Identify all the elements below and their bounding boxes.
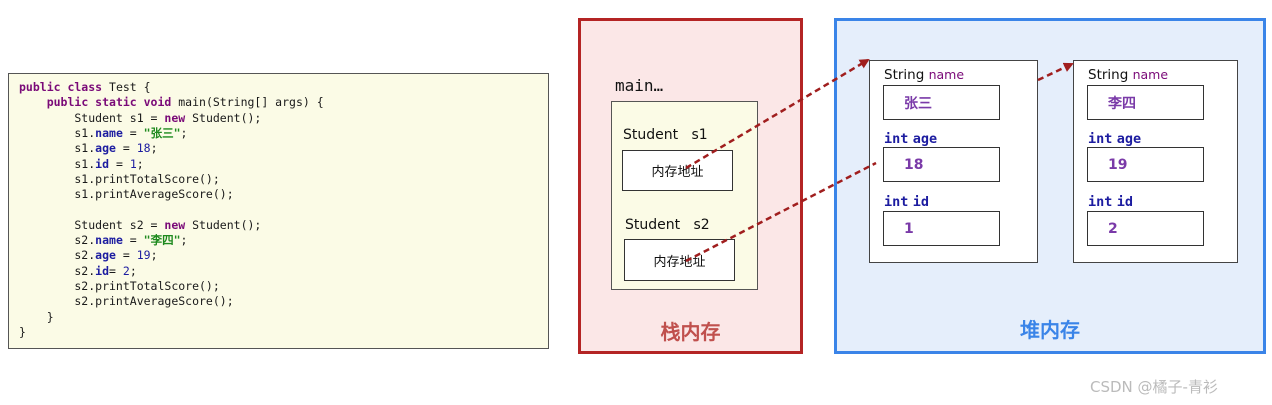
stack-frame-title: main… — [615, 76, 664, 95]
object-1-field-name-label: String name — [884, 67, 965, 83]
object-2-id-value: 2 — [1087, 211, 1204, 246]
code-token: ; — [150, 141, 158, 156]
object-1-age-value: 18 — [883, 147, 1000, 182]
object-1-field-id-label: int id — [884, 194, 929, 210]
code-token: age — [95, 141, 116, 156]
code-token: main(String[] args) { — [171, 95, 324, 110]
code-line: } — [19, 310, 54, 325]
code-token: Student(); — [185, 217, 262, 232]
code-token: 2 — [122, 263, 130, 278]
code-token: s2. — [19, 263, 96, 278]
code-token: = — [115, 141, 137, 156]
code-token: s1. — [19, 156, 96, 171]
code-token: s1.printAverageScore(); — [19, 187, 234, 202]
code-token: Student s2 = — [19, 217, 165, 232]
stack-var-s1-address: 内存地址 — [622, 150, 733, 191]
code-token: public static void — [46, 95, 172, 110]
code-token: s2.printTotalScore(); — [19, 278, 220, 293]
code-token: Test { — [102, 80, 151, 94]
code-token: "张三" — [143, 125, 181, 140]
code-token: ; — [180, 233, 188, 247]
watermark: CSDN @橘子-青衫 — [1090, 378, 1218, 396]
object-1-id-value: 1 — [883, 211, 1000, 246]
code-token: 18 — [136, 141, 151, 156]
code-line: s1.name = "张三"; — [19, 126, 187, 141]
code-token: s1. — [19, 125, 96, 140]
code-line: Student s2 = new Student(); — [19, 218, 261, 233]
code-line: Student s1 = new Student(); — [19, 111, 261, 126]
code-token: s1.printTotalScore(); — [19, 171, 220, 186]
code-token: ; — [129, 263, 137, 278]
code-token: } — [19, 309, 54, 324]
code-line: s1.age = 18; — [19, 141, 158, 156]
code-token: } — [19, 324, 26, 339]
code-token: s2.printAverageScore(); — [19, 294, 234, 309]
code-token: Student s1 = — [19, 110, 165, 125]
code-token: s1. — [19, 141, 96, 156]
code-line: s1.printAverageScore(); — [19, 187, 234, 202]
code-token: id — [95, 156, 110, 171]
code-token: ; — [150, 248, 158, 263]
heap-memory-label: 堆内存 — [1020, 318, 1080, 342]
code-token: = — [109, 263, 123, 278]
code-token: new — [164, 110, 186, 125]
stack-var-s2-label: Student s2 — [625, 217, 710, 233]
code-token: = — [122, 125, 144, 140]
code-token: 1 — [129, 156, 137, 171]
code-token: public class — [19, 80, 103, 94]
code-line: public class Test { — [19, 80, 151, 95]
code-token — [19, 95, 47, 109]
code-panel: public class Test { public static void m… — [8, 73, 549, 349]
stack-var-s2-address: 内存地址 — [624, 239, 735, 281]
code-token: id — [95, 263, 110, 278]
code-token: = — [109, 156, 130, 171]
code-line: s2.printAverageScore(); — [19, 294, 234, 309]
object-2-name-value: 李四 — [1087, 85, 1204, 120]
code-line: public static void main(String[] args) { — [19, 95, 324, 110]
object-1-field-age-label: int age — [884, 131, 938, 147]
code-token: ; — [136, 156, 144, 171]
code-line: s1.id = 1; — [19, 156, 144, 172]
code-token: new — [164, 217, 186, 232]
code-line: s1.printTotalScore(); — [19, 171, 220, 187]
code-line: s2.name = "李四"; — [19, 233, 187, 248]
code-token: "李四" — [143, 233, 181, 247]
code-line: s2.age = 19; — [19, 248, 158, 263]
object-2-field-name-label: String name — [1088, 67, 1169, 83]
code-token: 19 — [136, 248, 151, 263]
code-token: ; — [180, 125, 188, 140]
code-token: Student(); — [185, 110, 262, 125]
code-line: s2.id= 2; — [19, 263, 137, 279]
code-token: = — [122, 233, 144, 247]
code-token: s2. — [19, 248, 96, 263]
code-line: s2.printTotalScore(); — [19, 278, 220, 294]
code-token: name — [95, 233, 123, 247]
object-2-field-id-label: int id — [1088, 194, 1133, 210]
stack-var-s1-label: Student s1 — [623, 127, 708, 143]
object-2-age-value: 19 — [1087, 147, 1204, 182]
stack-memory-label: 栈内存 — [660, 320, 721, 344]
code-token: = — [115, 248, 137, 263]
code-token: s2. — [19, 233, 96, 247]
code-line: } — [19, 325, 26, 340]
code-token: name — [95, 125, 123, 140]
object-2-field-age-label: int age — [1088, 131, 1142, 147]
code-token: age — [95, 248, 116, 263]
object-1-name-value: 张三 — [883, 85, 1000, 120]
